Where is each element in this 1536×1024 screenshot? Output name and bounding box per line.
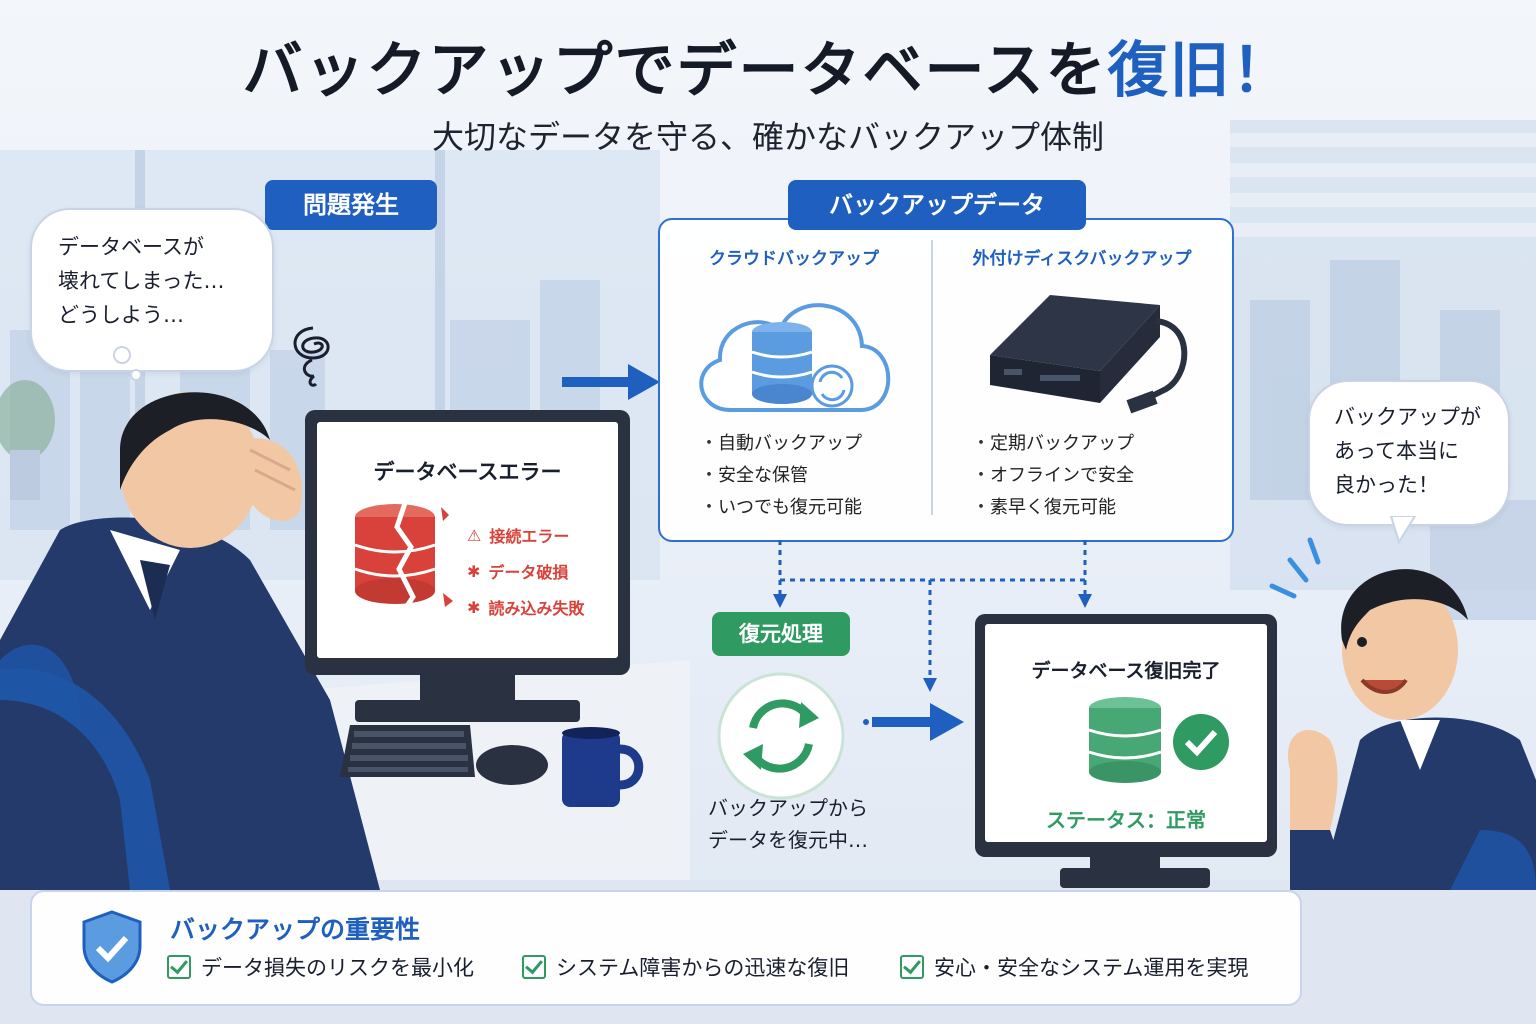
success-monitor: データベース復旧完了 ステータス：正常 bbox=[975, 614, 1277, 857]
importance-point: システム障害からの迅速な復旧 bbox=[522, 952, 849, 982]
external-disk-icon bbox=[990, 295, 1188, 414]
speech-line: どうしよう… bbox=[58, 303, 184, 327]
shield-check-icon bbox=[82, 910, 142, 984]
speech-bubble-relieved: バックアップが あって本当に 良かった！ bbox=[1308, 380, 1510, 526]
disk-feature: 素早く復元可能 bbox=[972, 492, 1134, 524]
speech-line: バックアップが bbox=[1334, 405, 1481, 429]
error-item: ⚠接続エラー bbox=[467, 525, 570, 547]
office-chair bbox=[0, 668, 170, 890]
backup-label: バックアップデータ bbox=[788, 180, 1086, 230]
monitor-base bbox=[355, 700, 580, 722]
speech-line: 壊れてしまった… bbox=[58, 269, 225, 293]
error-icon: ✱ bbox=[467, 597, 481, 617]
error-monitor: データベースエラー ⚠接続エラー ✱データ破損 ✱読み込み失敗 bbox=[305, 410, 630, 675]
keyboard-mouse-mug bbox=[340, 725, 644, 807]
dotted-connector bbox=[773, 540, 1092, 692]
problem-label: 問題発生 bbox=[265, 180, 437, 230]
status-text: ステータス：正常 bbox=[1046, 808, 1206, 832]
page-title: バックアップでデータベースを復旧！ bbox=[0, 22, 1536, 109]
disk-backup-title: 外付けディスクバックアップ bbox=[972, 249, 1192, 269]
restore-caption-line: バックアップから bbox=[708, 796, 868, 820]
importance-panel: バックアップの重要性 データ損失のリスクを最小化 システム障害からの迅速な復旧 … bbox=[30, 890, 1302, 1006]
error-screen-title: データベースエラー bbox=[373, 460, 562, 484]
error-item: ✱読み込み失敗 bbox=[467, 597, 585, 619]
cloud-feature: 自動バックアップ bbox=[700, 428, 862, 460]
importance-point: データ損失のリスクを最小化 bbox=[167, 952, 474, 982]
restore-caption: バックアップから データを復元中… bbox=[708, 792, 868, 856]
happy-businessman-illustration bbox=[1269, 537, 1536, 890]
monitor-base bbox=[1060, 868, 1210, 888]
error-list: ⚠接続エラー ✱データ破損 ✱読み込み失敗 bbox=[467, 517, 584, 625]
checkbox-icon bbox=[900, 955, 924, 979]
speech-bubble-worried: データベースが 壊れてしまった… どうしよう… bbox=[30, 208, 274, 372]
speech-line: 良かった！ bbox=[1334, 473, 1439, 497]
speech-line: あって本当に bbox=[1334, 439, 1459, 463]
cloud-database-icon bbox=[699, 303, 891, 412]
cloud-feature: 安全な保管 bbox=[700, 460, 862, 492]
title-main: バックアップでデータベースを bbox=[242, 36, 1108, 106]
cloud-feature-list: 自動バックアップ 安全な保管 いつでも復元可能 bbox=[700, 428, 862, 524]
restore-caption-line: データを復元中… bbox=[708, 828, 868, 852]
cloud-feature: いつでも復元可能 bbox=[700, 492, 862, 524]
backup-divider bbox=[931, 240, 933, 515]
broken-database-icon bbox=[354, 502, 453, 611]
healthy-database-icon bbox=[1088, 697, 1229, 783]
disk-feature: オフラインで安全 bbox=[972, 460, 1134, 492]
disk-feature-list: 定期バックアップ オフラインで安全 素早く復元可能 bbox=[972, 428, 1134, 524]
cloud-backup-title: クラウドバックアップ bbox=[709, 249, 879, 269]
error-item: ✱データ破損 bbox=[467, 561, 569, 583]
page-subtitle: 大切なデータを守る、確かなバックアップ体制 bbox=[431, 118, 1104, 156]
bubble-tail-icon bbox=[1389, 516, 1417, 545]
restore-label: 復元処理 bbox=[712, 612, 850, 656]
checkbox-icon bbox=[167, 955, 191, 979]
success-screen: データベース復旧完了 ステータス：正常 bbox=[985, 624, 1267, 842]
importance-point: 安心・安全なシステム運用を実現 bbox=[900, 952, 1248, 982]
sync-icon bbox=[717, 672, 845, 800]
stress-scribble-icon bbox=[293, 326, 330, 387]
bubble-tail-icon bbox=[113, 346, 142, 381]
importance-title: バックアップの重要性 bbox=[170, 915, 421, 944]
speech-line: データベースが bbox=[58, 235, 204, 259]
error-icon: ✱ bbox=[467, 561, 481, 581]
success-screen-title: データベース復旧完了 bbox=[1031, 660, 1221, 682]
restore-arrow-icon bbox=[863, 703, 964, 741]
disk-feature: 定期バックアップ bbox=[972, 428, 1134, 460]
warning-icon: ⚠ bbox=[467, 525, 482, 545]
flow-arrow-icon bbox=[562, 364, 660, 400]
checkbox-icon bbox=[522, 955, 546, 979]
title-accent: 復旧！ bbox=[1107, 36, 1294, 106]
error-screen: データベースエラー ⚠接続エラー ✱データ破損 ✱読み込み失敗 bbox=[317, 422, 618, 658]
